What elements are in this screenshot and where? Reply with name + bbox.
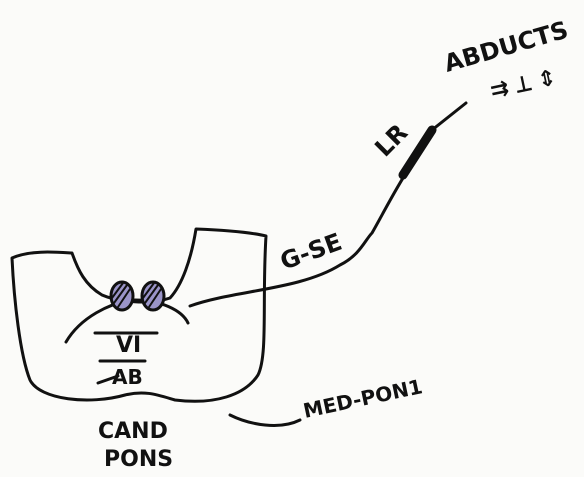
location-label-line2: PONS: [104, 447, 173, 472]
eye-movement-symbols: ⇉ ⟂ ⇕: [488, 66, 559, 104]
gse-nerve-fiber: [188, 168, 410, 308]
abducens-nucleus-left: [109, 280, 135, 312]
lateral-rectus-tendon: [430, 101, 468, 132]
nucleus-number-label: VI: [116, 333, 141, 358]
region-label: MED-PON1: [301, 374, 424, 423]
region-pointer-line: [228, 413, 302, 427]
abducens-nucleus-right: [140, 280, 166, 312]
location-label-line1: CAND: [98, 419, 168, 444]
lateral-rectus-muscle: [398, 125, 437, 180]
pons-inner-arc: [64, 298, 190, 344]
pons-outline: [10, 227, 268, 403]
nucleus-name-underline: [96, 374, 120, 385]
lr-label: LR: [369, 119, 413, 163]
